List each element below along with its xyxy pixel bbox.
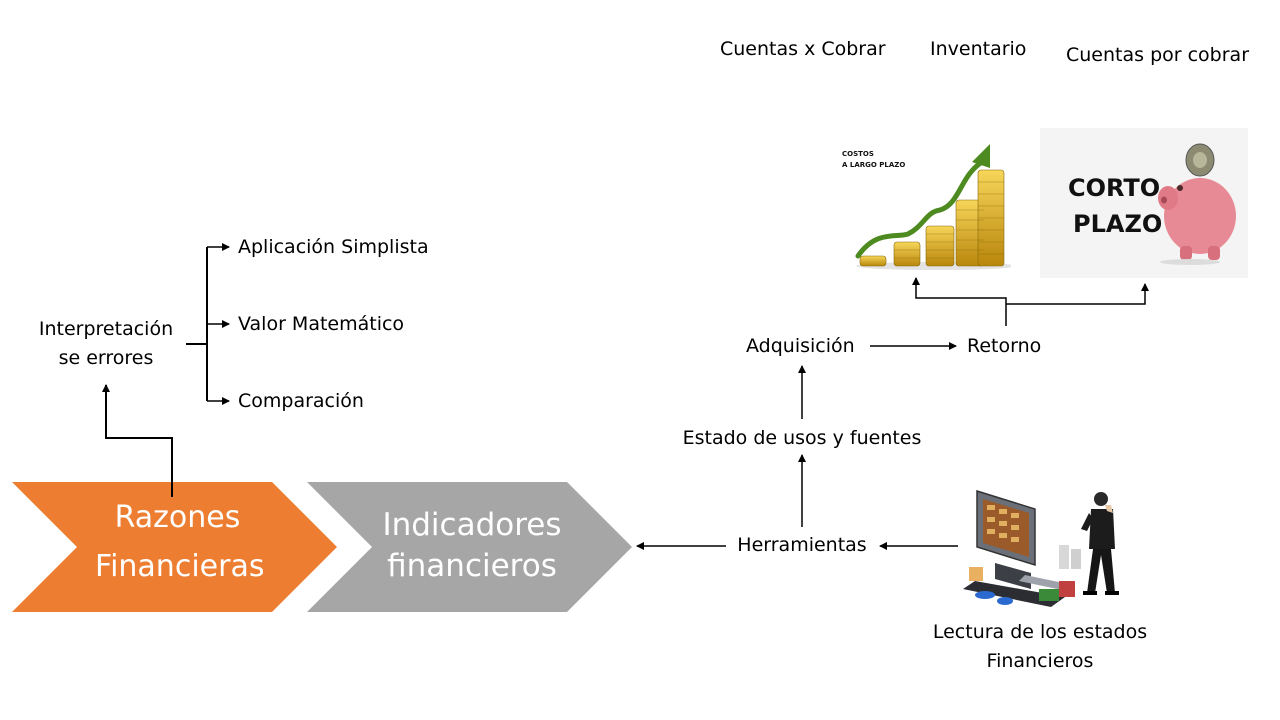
coins-growth-chart-icon: COSTOS A LARGO PLAZO: [842, 144, 1011, 270]
label-aplicacion-simplista: Aplicación Simplista: [238, 236, 429, 258]
long-term-costs-image: COSTOS A LARGO PLAZO: [836, 138, 1011, 271]
short-term-image: CORTO PLAZO: [1040, 128, 1248, 278]
interpretacion-line-1: Interpretación: [38, 318, 174, 340]
indicadores-line-1: Indicadores: [382, 507, 562, 543]
interpretacion-line-2: se errores: [58, 347, 154, 369]
razones-chevron: [12, 482, 337, 612]
label-herramientas: Herramientas: [737, 534, 867, 556]
razones-to-interpretacion-arrow: [102, 384, 173, 497]
label-inventario: Inventario: [930, 38, 1027, 60]
indicadores-chevron-text: Indicadores financieros: [372, 505, 572, 587]
label-retorno: Retorno: [967, 335, 1042, 357]
label-adquisicion: Adquisición: [746, 335, 855, 357]
label-cuentas-por-cobrar: Cuentas por cobrar: [1066, 44, 1250, 66]
label-cuentas-x-cobrar: Cuentas x Cobrar: [720, 38, 886, 60]
indicadores-chevron: [307, 482, 632, 612]
lectura-line-2: Financieros: [986, 650, 1094, 672]
razones-chevron-text: Razones Financieras: [95, 498, 265, 596]
short-term-text-1: CORTO: [1068, 174, 1160, 202]
short-term-text-2: PLAZO: [1073, 210, 1162, 238]
razones-line-1: Razones: [114, 500, 241, 535]
label-lectura-estados: Lectura de los estados Financieros: [933, 618, 1147, 676]
label-interpretacion: Interpretación se errores: [39, 315, 173, 373]
long-term-text-2: A LARGO PLAZO: [842, 161, 905, 169]
indicadores-line-2: financieros: [387, 548, 557, 584]
piggy-bank-icon: CORTO PLAZO: [1068, 143, 1236, 265]
lectura-line-1: Lectura de los estados: [932, 621, 1148, 643]
retorno-to-largo-plazo-arrow: [912, 277, 1007, 326]
razones-line-2: Financieras: [95, 549, 265, 584]
label-estado-usos-fuentes: Estado de usos y fuentes: [682, 427, 922, 449]
reader-image: [955, 485, 1125, 615]
retorno-to-corto-plazo-arrow: [1006, 283, 1149, 305]
long-term-text-1: COSTOS: [842, 150, 874, 158]
label-valor-matematico: Valor Matemático: [238, 313, 405, 335]
label-comparacion: Comparación: [238, 390, 364, 412]
businessman-computer-icon: [963, 489, 1119, 607]
